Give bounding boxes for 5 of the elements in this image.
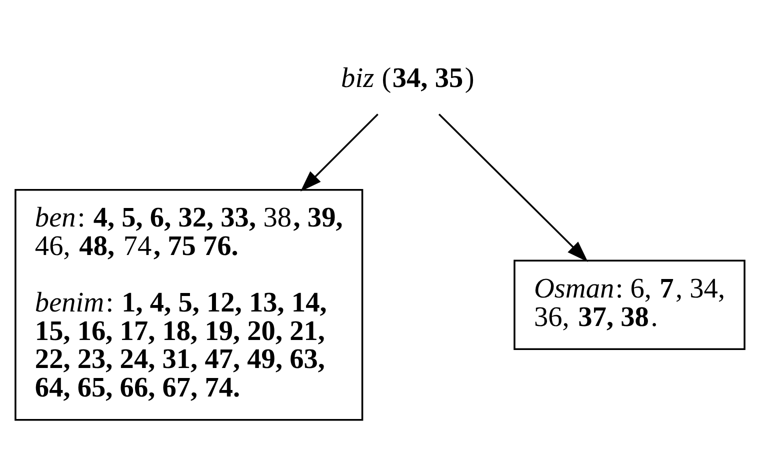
node-box: Osman: 6, 7, 34, 36, 37, 38.: [514, 260, 746, 350]
arrow: [438, 114, 588, 262]
node-box: ben: 4, 5, 6, 32, 33, 38, 39, 46, 48, 74, 75 76. benim: 1, 4, 5, 12, 13, 14, 15, 16, 17, 18, 19, 20, 21, 22, 23, 24, 31, 47, 49, 63, 64, 65, 66, 67, 74.: [14, 189, 364, 421]
node-text: biz (34, 35): [341, 62, 474, 94]
arrow: [300, 114, 378, 192]
